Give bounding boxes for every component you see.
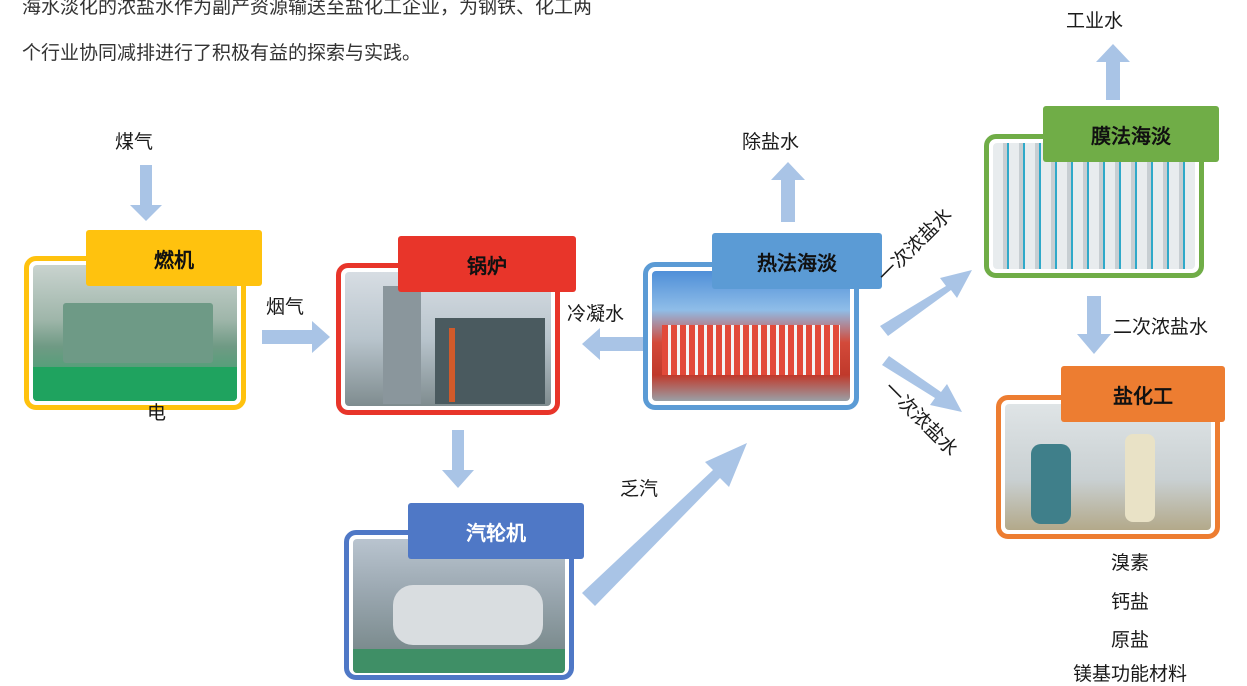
guolu-label: 锅炉	[467, 253, 507, 278]
refa-label: 热法海淡	[757, 250, 837, 275]
qilunji-label: 汽轮机	[466, 520, 526, 545]
refa-photo	[652, 271, 850, 401]
ranji-label: 燃机	[154, 247, 194, 272]
arrow-meiqi-to-ranji	[130, 165, 162, 221]
arrow-mofa-to-yanhuagong	[1077, 296, 1111, 354]
product-item: 溴素	[1110, 552, 1149, 574]
mofa-photo	[993, 143, 1195, 269]
arrow-refa-to-chuyanshui	[771, 162, 805, 222]
yanhuagong-label: 盐化工	[1113, 383, 1173, 408]
intro-line-1: 海水淡化的浓盐水作为副产资源输送至盐化工企业，为钢铁、化工两	[22, 0, 593, 18]
label-yanqi: 烟气	[266, 296, 305, 318]
qilunji-card	[344, 530, 574, 680]
label-lengningshui: 冷凝水	[567, 303, 625, 325]
refa-tag: 热法海淡	[712, 233, 882, 289]
ranji-photo	[33, 265, 237, 401]
arrow-refa-to-yanhuagong	[882, 356, 962, 412]
arrow-guolu-to-qilunji	[442, 430, 474, 488]
product-item: 原盐	[1110, 629, 1149, 651]
arrow-ranji-to-guolu	[262, 321, 330, 353]
arrow-refa-to-mofa	[880, 270, 972, 336]
intro-line-2: 个行业协同减排进行了积极有益的探索与实践。	[22, 42, 422, 64]
qilunji-tag: 汽轮机	[408, 503, 584, 559]
yanhuagong-tag: 盐化工	[1061, 366, 1225, 422]
label-meiqi: 煤气	[115, 131, 154, 153]
refa-card	[643, 262, 859, 410]
arrow-qilunji-to-refa	[582, 443, 747, 606]
qilunji-photo	[353, 539, 565, 673]
label-faqi: 乏汽	[620, 478, 659, 500]
arrow-refa-to-guolu	[582, 328, 643, 360]
product-item: 钙盐	[1110, 591, 1149, 613]
guolu-tag: 锅炉	[398, 236, 576, 292]
mofa-label: 膜法海淡	[1091, 123, 1171, 148]
arrow-mofa-to-gongyeshui	[1096, 44, 1130, 100]
label-erci: 二次浓盐水	[1113, 316, 1209, 338]
guolu-photo	[345, 272, 551, 406]
product-item: 镁基功能材料	[1072, 663, 1187, 685]
ranji-tag: 燃机	[86, 230, 262, 286]
yanhuagong-photo	[1005, 404, 1211, 530]
label-gongyeshui: 工业水	[1066, 10, 1124, 32]
ranji-card	[24, 256, 246, 410]
label-chuyanshui: 除盐水	[742, 131, 800, 153]
mofa-tag: 膜法海淡	[1043, 106, 1219, 162]
label-dian: 电	[147, 402, 167, 424]
